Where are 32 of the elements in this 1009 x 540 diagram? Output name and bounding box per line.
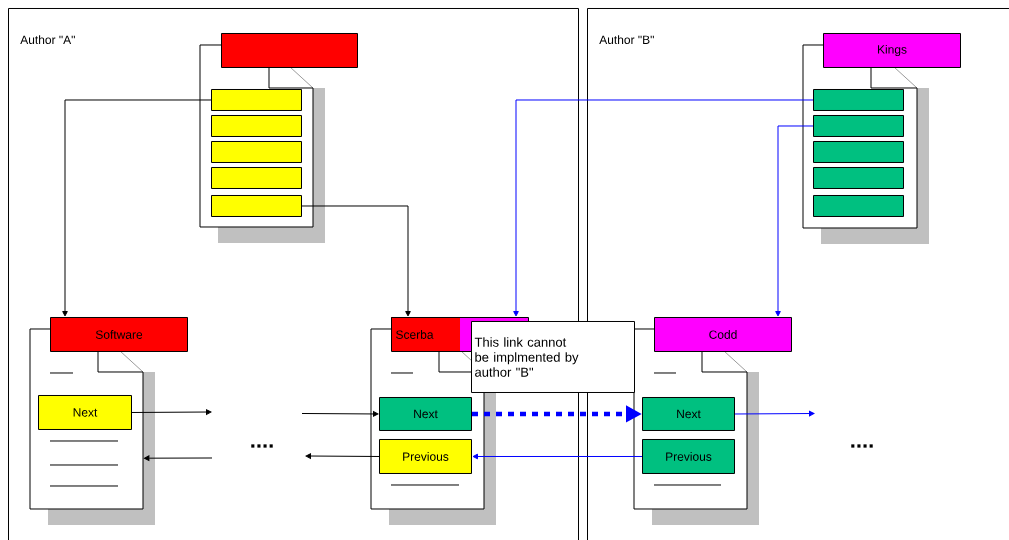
arrow <box>775 125 814 317</box>
link-box: Previous <box>379 439 472 474</box>
arrow <box>131 409 212 415</box>
entry-bar <box>813 141 904 163</box>
ellipsis: .... <box>851 444 873 448</box>
entry-bar <box>211 195 302 217</box>
arrow <box>144 455 213 461</box>
entry-bar <box>211 89 302 111</box>
entry-bar <box>813 89 904 111</box>
entry-bar <box>211 115 302 137</box>
header-box <box>221 33 358 68</box>
link-box: Next <box>642 397 735 431</box>
link-box: Previous <box>642 439 735 474</box>
header-box: Kings <box>823 33 961 68</box>
ellipsis: .... <box>251 444 273 448</box>
entry-bar <box>211 141 302 163</box>
entry-bar <box>813 195 904 217</box>
header-box: Software <box>50 317 188 352</box>
arrow <box>62 99 212 317</box>
link-box: Next <box>379 397 472 431</box>
arrow <box>472 453 643 460</box>
entry-bar <box>813 167 904 189</box>
entry-bar <box>813 115 904 137</box>
arrow <box>305 453 380 459</box>
header-box: Codd <box>654 317 792 352</box>
callout-box: This link cannot be implmented by author "B" <box>471 321 635 393</box>
arrow <box>513 99 814 317</box>
arrow <box>734 410 815 417</box>
arrow <box>301 205 411 317</box>
arrow <box>301 411 379 417</box>
link-box: Next <box>38 395 132 430</box>
entry-bar <box>211 167 302 189</box>
